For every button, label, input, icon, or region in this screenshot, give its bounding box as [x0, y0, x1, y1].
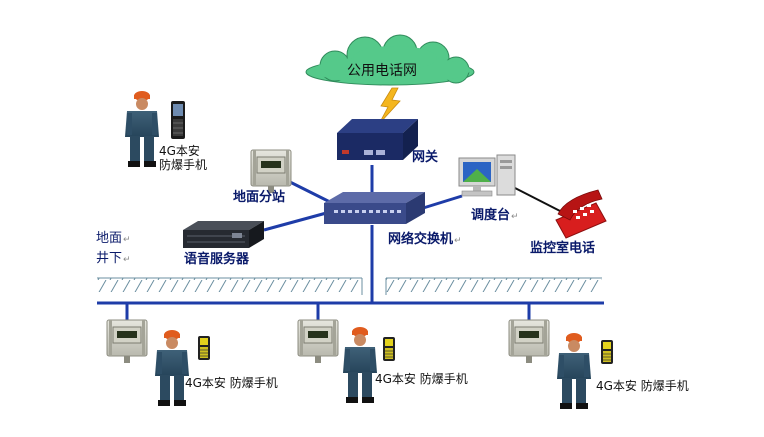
top-phone-label-line2: 防爆手机: [159, 158, 208, 172]
worker-underground-2: [343, 327, 377, 403]
return-mark: ↵: [123, 235, 131, 245]
worker-underground-3: [557, 333, 591, 409]
underground-level-text: 井下: [96, 251, 123, 266]
dispatch-console-label: 调度台↵: [471, 209, 519, 222]
phone-cable: [514, 187, 563, 213]
gateway-device: [337, 119, 418, 160]
network-switch-label: 网络交换机↵: [388, 233, 462, 246]
network-switch-label-text: 网络交换机: [388, 232, 454, 247]
explosion-proof-phone-icon-2: [382, 336, 396, 362]
dispatch-computer: [458, 154, 516, 197]
worker-underground-1: [155, 330, 189, 406]
return-mark: ↵: [454, 236, 462, 246]
worker-top: [125, 91, 159, 167]
ground-divider-right: [385, 277, 602, 295]
underground-substation-2: [297, 319, 339, 364]
network-links: [97, 165, 604, 342]
underground-phone-label-1: 4G本安 防爆手机: [185, 376, 278, 390]
voice-server-label: 语音服务器: [184, 252, 250, 267]
public-phone-network-cloud: [305, 34, 475, 86]
monitor-room-phone: [555, 189, 607, 239]
network-switch: [324, 192, 425, 224]
surface-level-text: 地面: [96, 231, 123, 246]
underground-phone-label-3: 4G本安 防爆手机: [596, 379, 689, 393]
public-phone-network-label: 公用电话网: [347, 63, 417, 79]
voice-server: [183, 221, 264, 248]
explosion-proof-phone-icon-1: [197, 335, 211, 361]
underground-substation-3: [508, 319, 550, 364]
underground-phone-label-2: 4G本安 防爆手机: [375, 372, 468, 386]
ground-divider-left: [97, 277, 363, 295]
return-mark: ↵: [511, 212, 519, 222]
dispatch-console-label-text: 调度台: [471, 208, 511, 223]
underground-level-label: 井下↵: [96, 252, 131, 265]
ground-substation-label: 地面分站: [233, 190, 286, 205]
top-phone-label-line1: 4G本安: [159, 144, 200, 158]
explosion-proof-phone-icon: [171, 101, 185, 139]
surface-level-label: 地面↵: [96, 232, 131, 245]
monitor-room-phone-label: 监控室电话: [530, 241, 596, 256]
lightning-icon: [378, 87, 401, 125]
return-mark: ↵: [123, 255, 131, 265]
ground-substation-box: [250, 149, 292, 194]
gateway-label: 网关: [412, 150, 439, 165]
underground-substation-1: [106, 319, 148, 364]
explosion-proof-phone-icon-3: [600, 339, 614, 365]
